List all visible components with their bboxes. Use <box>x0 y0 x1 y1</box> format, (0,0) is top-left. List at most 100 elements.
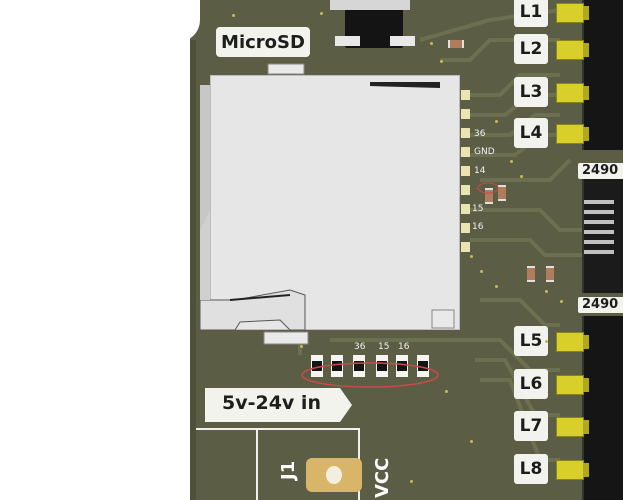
regulator-lead <box>335 36 360 46</box>
led-l6 <box>556 375 589 395</box>
led-label-l3: L3 <box>514 77 548 107</box>
trace <box>480 298 560 327</box>
trace <box>480 158 572 182</box>
resistor-body <box>354 361 364 371</box>
via <box>510 160 513 163</box>
sd-pin-label: 16 <box>398 342 410 352</box>
trace <box>470 238 590 257</box>
led-l2 <box>556 40 589 60</box>
led-label-l8: L8 <box>514 454 548 484</box>
ic-pin <box>584 250 614 254</box>
annotation-ellipse <box>301 362 439 388</box>
sd-pin-label: 15 <box>472 204 484 214</box>
via <box>445 390 448 393</box>
led-l5 <box>556 332 589 352</box>
sd-contact-pad <box>461 185 470 195</box>
connector-divider <box>256 428 258 500</box>
sd-pin-label: GND <box>474 147 495 157</box>
regulator-tab <box>330 0 410 10</box>
sd-pin-label: 16 <box>472 222 484 232</box>
connector-ref-label: J1 <box>278 460 299 480</box>
via <box>410 480 413 483</box>
sd-pin-label: 36 <box>474 129 486 139</box>
resistor-body <box>377 361 387 371</box>
board-corner-cutout <box>0 0 200 42</box>
via <box>470 255 473 258</box>
via <box>430 42 433 45</box>
led-l8 <box>556 460 589 480</box>
sd-pin-label: 14 <box>474 166 486 176</box>
sd-card-eject-tab <box>199 289 306 331</box>
via <box>545 340 548 343</box>
via <box>560 300 563 303</box>
via <box>232 14 235 17</box>
led-label-l6: L6 <box>514 369 548 399</box>
sd-contact-pad <box>461 223 470 233</box>
via <box>440 60 443 63</box>
vcc-pad-hole <box>326 466 342 484</box>
led-l1 <box>556 3 589 23</box>
regulator-lead <box>390 36 415 46</box>
via <box>495 285 498 288</box>
ic-pin <box>584 220 614 224</box>
microsd-socket <box>210 75 460 330</box>
sd-pin-label: 36 <box>354 342 366 352</box>
resistor-body <box>397 361 407 371</box>
sd-contact-pad <box>461 204 470 214</box>
via <box>520 175 523 178</box>
microsd-silkscreen-label: MicroSD <box>216 27 310 57</box>
trace <box>470 208 590 232</box>
via <box>470 440 473 443</box>
capacitor <box>498 185 506 201</box>
ic-2490 <box>582 175 623 293</box>
power-input-label: 5v-24v in <box>222 392 321 414</box>
resistor-body <box>332 361 342 371</box>
led-label-l1: L1 <box>514 0 548 27</box>
sd-card-latch <box>229 294 291 301</box>
led-l3 <box>556 83 589 103</box>
resistor-body <box>312 361 322 371</box>
led-l7 <box>556 417 589 437</box>
ic-pin <box>584 240 614 244</box>
sd-mount-pad <box>267 63 305 75</box>
led-label-l4: L4 <box>514 118 548 148</box>
sd-card-spring <box>370 82 440 88</box>
sd-mount-pad <box>431 309 455 329</box>
capacitor <box>527 266 535 282</box>
led-label-l7: L7 <box>514 411 548 441</box>
sd-pin-label: 15 <box>378 342 390 352</box>
sd-contact-pad <box>461 166 470 176</box>
annotation-ellipse <box>477 182 499 194</box>
sd-contact-pad <box>461 242 470 252</box>
board-outline-background <box>0 0 190 500</box>
sd-contact-pad <box>461 109 470 119</box>
trace <box>460 73 560 97</box>
via <box>300 345 303 348</box>
vcc-net-label: VCC <box>372 457 393 498</box>
chip-label: 2490 <box>578 163 623 179</box>
ic-pin <box>584 210 614 214</box>
ic-pin <box>584 200 614 204</box>
capacitor <box>485 188 493 204</box>
sd-mount-pad <box>263 331 309 345</box>
led-label-l2: L2 <box>514 34 548 64</box>
via <box>320 12 323 15</box>
power-label-arrow <box>205 388 352 422</box>
via <box>480 270 483 273</box>
sd-contact-pad <box>461 147 470 157</box>
via <box>495 120 498 123</box>
board-edge <box>190 40 196 500</box>
led-header-top <box>582 0 623 150</box>
sd-side <box>200 210 210 300</box>
capacitor <box>546 266 554 282</box>
via <box>545 290 548 293</box>
led-l4 <box>556 124 589 144</box>
chip-label: 2490 <box>578 297 623 313</box>
led-label-l5: L5 <box>514 326 548 356</box>
sd-contact-pad <box>461 128 470 138</box>
sd-contact-pad <box>461 90 470 100</box>
ic-pin <box>584 230 614 234</box>
